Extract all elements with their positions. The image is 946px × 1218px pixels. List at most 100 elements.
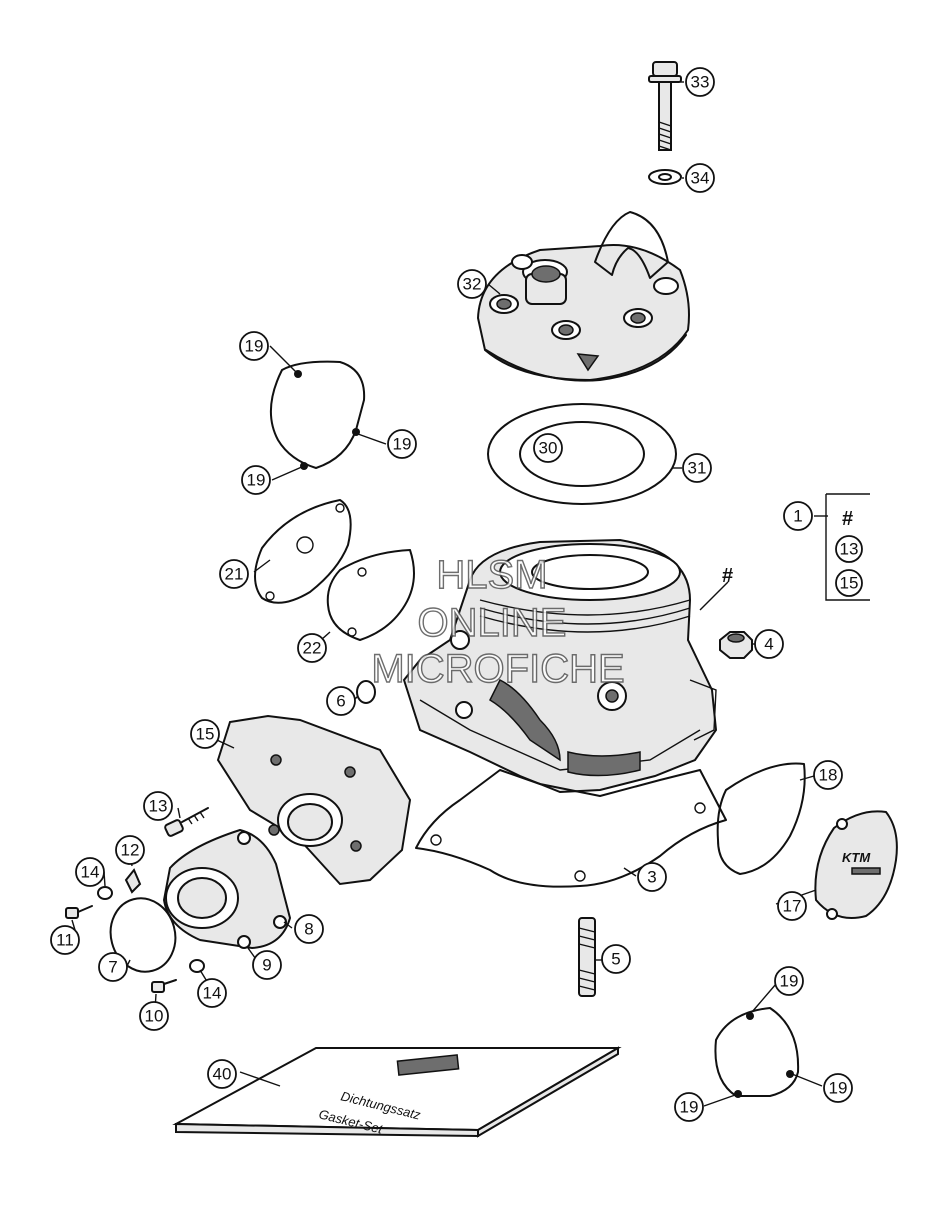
reed-flange	[162, 828, 292, 950]
callout-18[interactable]: 18	[813, 760, 843, 790]
kit-item-15: 15	[835, 569, 863, 597]
svg-text:KTM: KTM	[842, 850, 871, 865]
svg-text:19: 19	[680, 1098, 699, 1117]
svg-text:21: 21	[225, 565, 244, 584]
svg-text:15: 15	[840, 574, 859, 593]
kit-legend: # 13 15	[814, 493, 870, 601]
svg-text:10: 10	[145, 1007, 164, 1026]
callout-11[interactable]: 11	[50, 925, 80, 955]
svg-text:14: 14	[203, 984, 222, 1003]
exhaust-cover: KTM	[814, 810, 898, 920]
svg-text:34: 34	[691, 169, 710, 188]
intake-flange	[216, 714, 412, 886]
callout-3[interactable]: 3	[637, 862, 667, 892]
svg-text:3: 3	[647, 868, 656, 887]
plate-12	[124, 868, 142, 894]
callout-33[interactable]: 33	[685, 67, 715, 97]
callout-34[interactable]: 34	[685, 163, 715, 193]
stud	[578, 917, 596, 997]
watermark: HLSM ONLINE MICROFICHE	[371, 552, 626, 691]
cylinder	[402, 538, 718, 794]
svg-text:12: 12	[121, 841, 140, 860]
screw-13	[164, 807, 209, 837]
cylinder-head-bolt	[648, 61, 682, 151]
callout-14-a[interactable]: 14	[75, 857, 105, 887]
callout-30[interactable]: 30	[533, 433, 563, 463]
svg-text:40: 40	[213, 1065, 232, 1084]
svg-text:30: 30	[539, 439, 558, 458]
callout-21[interactable]: 21	[219, 559, 249, 589]
gasket-22	[326, 549, 415, 641]
svg-text:1: 1	[793, 507, 802, 526]
callout-19-e[interactable]: 19	[823, 1073, 853, 1103]
o-ring-7	[109, 897, 177, 973]
gasket-set-box: Dichtungssatz Gasket-Set	[172, 1046, 622, 1138]
svg-text:19: 19	[393, 435, 412, 454]
svg-text:17: 17	[783, 897, 802, 916]
svg-text:15: 15	[196, 725, 215, 744]
cylinder-hash-marker: #	[722, 565, 733, 587]
svg-text:9: 9	[262, 956, 271, 975]
svg-text:4: 4	[764, 635, 773, 654]
svg-text:19: 19	[780, 972, 799, 991]
svg-text:6: 6	[336, 692, 345, 711]
svg-text:5: 5	[611, 950, 620, 969]
svg-text:19: 19	[829, 1079, 848, 1098]
callout-5[interactable]: 5	[601, 944, 631, 974]
screw-11	[65, 905, 93, 919]
gasket-21	[254, 499, 352, 604]
svg-text:33: 33	[691, 73, 710, 92]
callout-12[interactable]: 12	[115, 835, 145, 865]
washer-14	[97, 886, 205, 973]
svg-text:13: 13	[840, 540, 859, 559]
washer	[648, 169, 682, 185]
callout-32[interactable]: 32	[457, 269, 487, 299]
callout-19-b[interactable]: 19	[387, 429, 417, 459]
svg-text:7: 7	[108, 958, 117, 977]
callout-19-d[interactable]: 19	[774, 966, 804, 996]
svg-text:18: 18	[819, 766, 838, 785]
callout-14-b[interactable]: 14	[197, 978, 227, 1008]
svg-text:8: 8	[304, 920, 313, 939]
watermark-line-2: ONLINE	[418, 601, 567, 645]
gasket-upper	[269, 360, 366, 469]
watermark-line-3: MICROFICHE	[371, 647, 624, 691]
small-o-ring	[356, 680, 376, 704]
svg-text:31: 31	[688, 459, 707, 478]
callout-19-c[interactable]: 19	[241, 465, 271, 495]
gasket-lower	[714, 1007, 800, 1097]
callout-15[interactable]: 15	[190, 719, 220, 749]
screw-10	[151, 979, 177, 993]
svg-text:22: 22	[303, 639, 322, 658]
callout-6[interactable]: 6	[326, 686, 356, 716]
callout-19-a[interactable]: 19	[239, 331, 269, 361]
svg-text:13: 13	[149, 797, 168, 816]
callout-22[interactable]: 22	[297, 633, 327, 663]
watermark-line-1: HLSM	[436, 553, 547, 597]
svg-text:19: 19	[247, 471, 266, 490]
kit-item-13: 13	[835, 535, 863, 563]
callout-7[interactable]: 7	[98, 952, 128, 982]
o-ring-outer	[487, 403, 677, 505]
callout-9[interactable]: 9	[252, 950, 282, 980]
gasket-18	[716, 762, 806, 875]
callout-1[interactable]: 1	[783, 501, 813, 531]
callout-31[interactable]: 31	[682, 453, 712, 483]
callout-4[interactable]: 4	[754, 629, 784, 659]
callout-8[interactable]: 8	[294, 914, 324, 944]
svg-text:19: 19	[245, 337, 264, 356]
callout-13[interactable]: 13	[143, 791, 173, 821]
nut	[719, 631, 753, 659]
cylinder-head	[476, 211, 690, 382]
svg-text:14: 14	[81, 863, 100, 882]
callout-19-f[interactable]: 19	[674, 1092, 704, 1122]
callout-17[interactable]: 17	[777, 891, 807, 921]
o-ring-inner	[519, 421, 645, 487]
svg-text:32: 32	[463, 275, 482, 294]
kit-hash: #	[842, 508, 853, 530]
callout-10[interactable]: 10	[139, 1001, 169, 1031]
svg-text:11: 11	[56, 931, 74, 950]
callout-40[interactable]: 40	[207, 1059, 237, 1089]
